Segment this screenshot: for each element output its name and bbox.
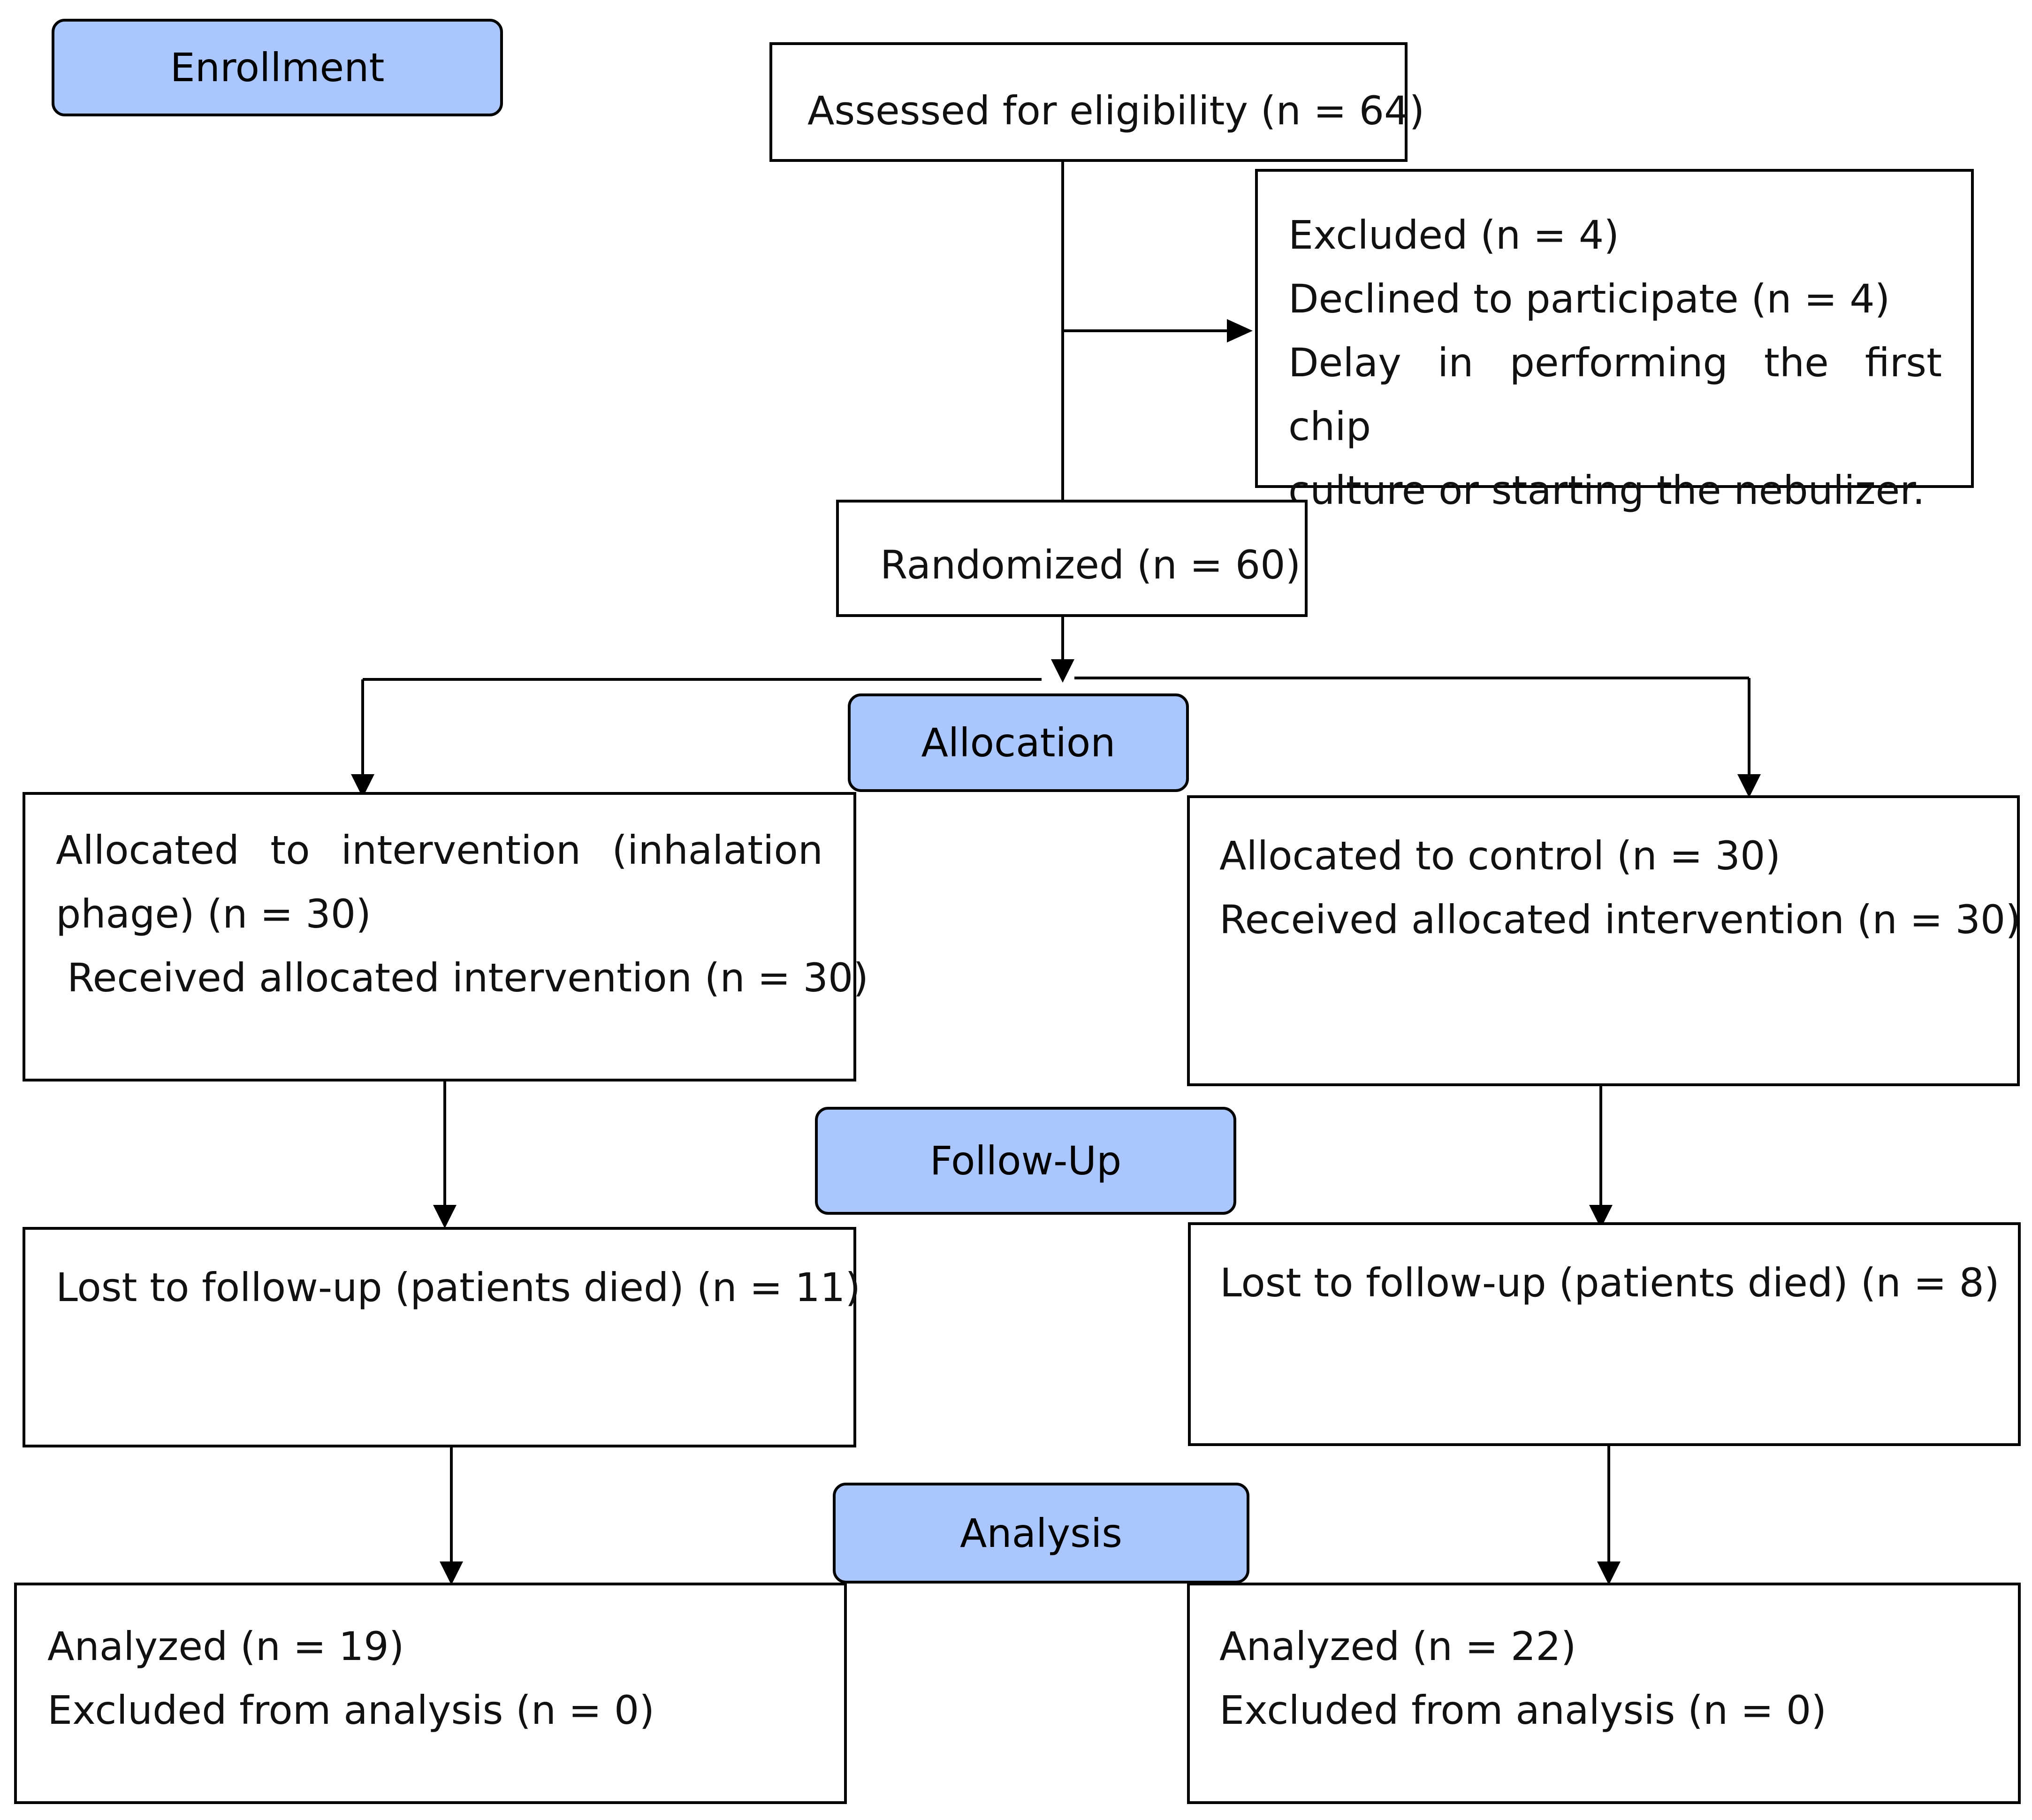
intervention-line2: phage) (n = 30) [56, 891, 371, 937]
analyzed-intervention-count: Analyzed (n = 19) [47, 1623, 404, 1669]
lost-intervention-box: Lost to follow-up (patients died) (n = 1… [23, 1227, 861, 1447]
excluded-title: Excluded (n = 4) [1288, 212, 1620, 258]
lost-intervention-text: Lost to follow-up (patients died) (n = 1… [56, 1264, 861, 1310]
intervention-line1: Allocated to intervention (inhalation [56, 827, 823, 873]
lost-control-box: Lost to follow-up (patients died) (n = 8… [1188, 1222, 2021, 1446]
arrowhead-lost-intervention [433, 1205, 457, 1228]
analyzed-intervention-excluded: Excluded from analysis (n = 0) [47, 1687, 655, 1733]
analyzed-intervention-box: Analyzed (n = 19) Excluded from analysis… [14, 1583, 847, 1804]
randomized-box: Randomized (n = 60) [836, 500, 1308, 617]
arrowhead-analyzed-intervention [440, 1561, 463, 1585]
arrowhead-intervention [351, 774, 374, 798]
stage-follow-up: Follow-Up [815, 1107, 1236, 1215]
analyzed-control-excluded: Excluded from analysis (n = 0) [1219, 1687, 1827, 1733]
stage-analysis: Analysis [833, 1483, 1249, 1584]
assessed-box: Assessed for eligibility (n = 64) [769, 42, 1425, 162]
analyzed-control-box: Analyzed (n = 22) Excluded from analysis… [1187, 1583, 2021, 1804]
intervention-received: Received allocated intervention (n = 30) [67, 955, 869, 1001]
excluded-declined: Declined to participate (n = 4) [1288, 276, 1890, 322]
control-allocation-box: Allocated to control (n = 30) Received a… [1187, 795, 2021, 1086]
stage-allocation: Allocation [848, 693, 1189, 792]
excluded-delay-line2: culture or starting the nebulizer. [1288, 467, 1925, 513]
excluded-box: Excluded (n = 4) Declined to participate… [1255, 169, 1974, 513]
arrowhead-control [1737, 774, 1761, 798]
stage-analysis-label: Analysis [959, 1510, 1123, 1556]
arrowhead-excluded [1227, 319, 1253, 343]
arrowhead-lost-control [1589, 1205, 1613, 1228]
control-received: Received allocated intervention (n = 30) [1219, 897, 2021, 943]
arrowhead-randomized-split [1051, 659, 1074, 683]
assessed-text: Assessed for eligibility (n = 64) [807, 88, 1425, 134]
lost-control-text: Lost to follow-up (patients died) (n = 8… [1220, 1260, 2000, 1306]
stage-enrollment-label: Enrollment [170, 45, 385, 91]
stage-enrollment: Enrollment [52, 19, 503, 116]
analyzed-control-count: Analyzed (n = 22) [1219, 1623, 1576, 1669]
intervention-allocation-box: Allocated to intervention (inhalation ph… [23, 792, 869, 1081]
excluded-delay-line1: Delay in performing the first chip [1288, 340, 1942, 449]
stage-follow-up-label: Follow-Up [929, 1138, 1122, 1184]
randomized-text: Randomized (n = 60) [880, 542, 1301, 588]
arrowhead-analyzed-control [1597, 1561, 1621, 1585]
stage-allocation-label: Allocation [921, 720, 1116, 766]
control-line1: Allocated to control (n = 30) [1219, 833, 1781, 879]
